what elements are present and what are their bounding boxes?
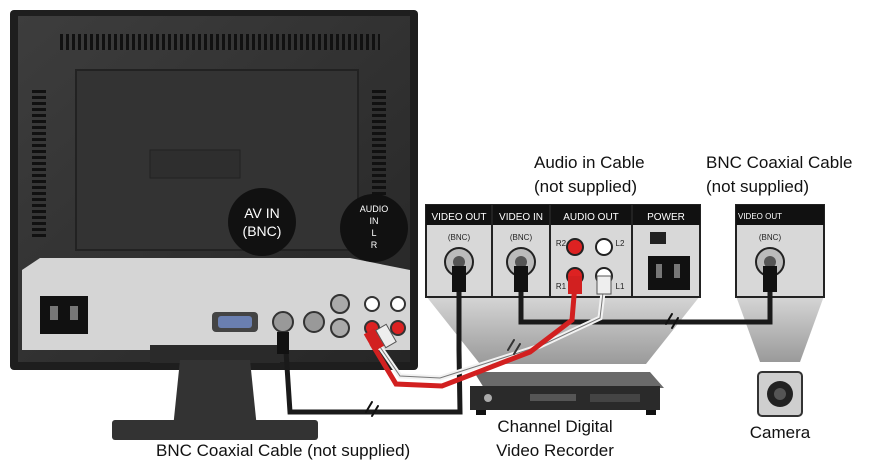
top-vents: [60, 34, 380, 50]
bnc-cable-bottom-label: BNC Coaxial Cable (not supplied): [156, 441, 411, 460]
dvr-audio-out-label: AUDIO OUT: [563, 212, 619, 223]
audio-in-callout: [340, 194, 408, 262]
av-in-label: AV IN: [244, 205, 280, 221]
audio-in-label-3: L: [371, 228, 376, 238]
left-vents: [32, 90, 46, 240]
dvr-label-2: Video Recorder: [496, 441, 614, 460]
dvr-label: Channel Digital: [497, 417, 613, 436]
dvr-bnc-label-a: (BNC): [448, 233, 471, 242]
dvr-power-label: POWER: [647, 212, 685, 223]
monitor-stand: [172, 360, 258, 438]
camera-rear-panel: [735, 204, 825, 417]
jack-l2-label: L2: [616, 239, 625, 248]
audio-in-label-1: AUDIO: [360, 204, 389, 214]
bnc-port-monitor: [272, 311, 294, 333]
camera-label: Camera: [749, 423, 811, 442]
jack-r2-label: R2: [556, 239, 567, 248]
camera-bnc-label: (BNC): [759, 233, 782, 242]
dvr-unit: [470, 372, 664, 415]
dvr-video-out-label: VIDEO OUT: [431, 212, 486, 223]
av-in-callout: [228, 188, 296, 256]
audio-cable-note: (not supplied): [534, 177, 638, 196]
camera-video-out-label: VIDEO OUT: [738, 212, 782, 221]
av-in-sub-label: (BNC): [243, 223, 282, 239]
dvr-bnc-label-b: (BNC): [510, 233, 533, 242]
jack-l1-label: L1: [616, 282, 625, 291]
bnc-cable-top-note: (not supplied): [706, 177, 810, 196]
jack-r1-label: R1: [556, 282, 567, 291]
power-socket: [40, 296, 88, 334]
audio-in-label-2: IN: [370, 216, 379, 226]
monitor: [10, 10, 418, 440]
audio-cable-label: Audio in Cable: [534, 153, 645, 172]
audio-in-label-4: R: [371, 240, 378, 250]
cables: [277, 266, 777, 417]
dvr-video-in-label: VIDEO IN: [499, 212, 543, 223]
bnc-cable-top-label: BNC Coaxial Cable: [706, 153, 853, 172]
